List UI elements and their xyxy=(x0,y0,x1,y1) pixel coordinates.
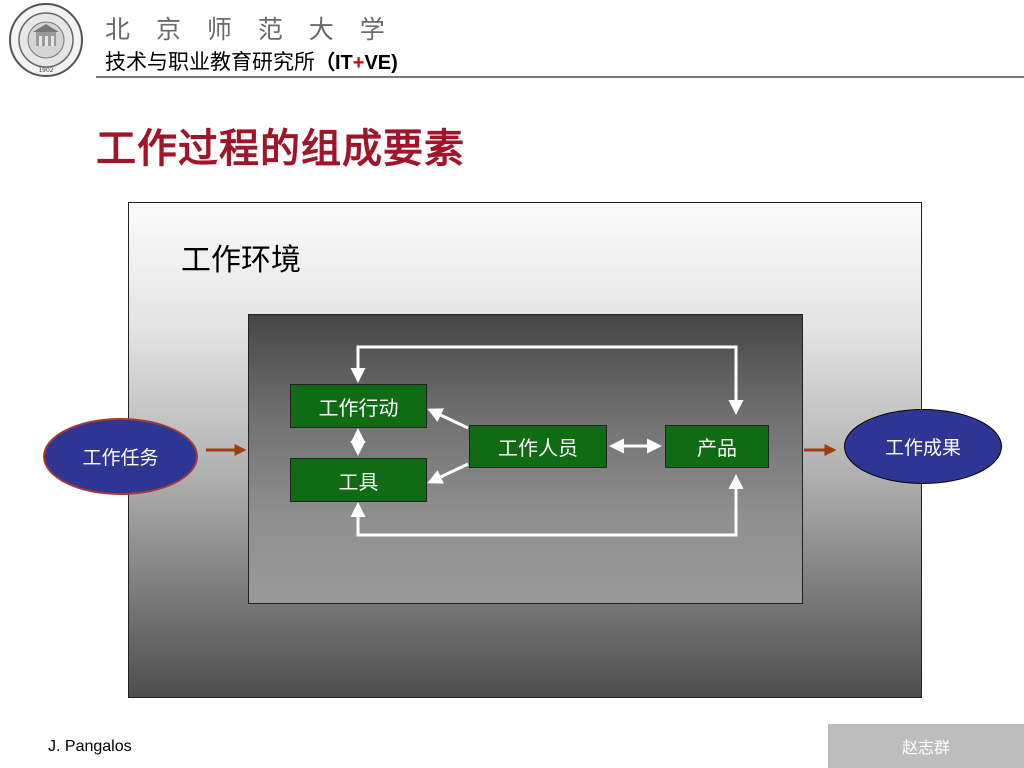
presenter-name-box: 赵志群 xyxy=(828,724,1024,768)
institute-name-text: 技术与职业教育研究所 xyxy=(105,50,315,74)
work-result-ellipse: 工作成果 xyxy=(845,410,1001,483)
university-name: 北 京 师 范 大 学 xyxy=(105,15,394,44)
university-seal-logo: 1902 xyxy=(9,3,83,77)
header-divider xyxy=(96,76,1024,78)
work-environment-label: 工作环境 xyxy=(181,243,301,278)
institute-abbr-open: （IT xyxy=(315,52,353,74)
work-task-ellipse: 工作任务 xyxy=(43,418,198,495)
author-credit: J. Pangalos xyxy=(48,738,132,755)
tool-box: 工具 xyxy=(290,458,427,502)
slide-title: 工作过程的组成要素 xyxy=(96,126,465,172)
work-action-box: 工作行动 xyxy=(290,384,427,428)
product-box: 产品 xyxy=(665,425,769,468)
institute-name: 技术与职业教育研究所（IT+VE) xyxy=(105,46,398,76)
worker-box: 工作人员 xyxy=(469,425,607,468)
institute-abbr-close: VE) xyxy=(364,52,398,74)
institute-abbr-plus: + xyxy=(352,52,365,74)
svg-text:1902: 1902 xyxy=(38,67,53,74)
